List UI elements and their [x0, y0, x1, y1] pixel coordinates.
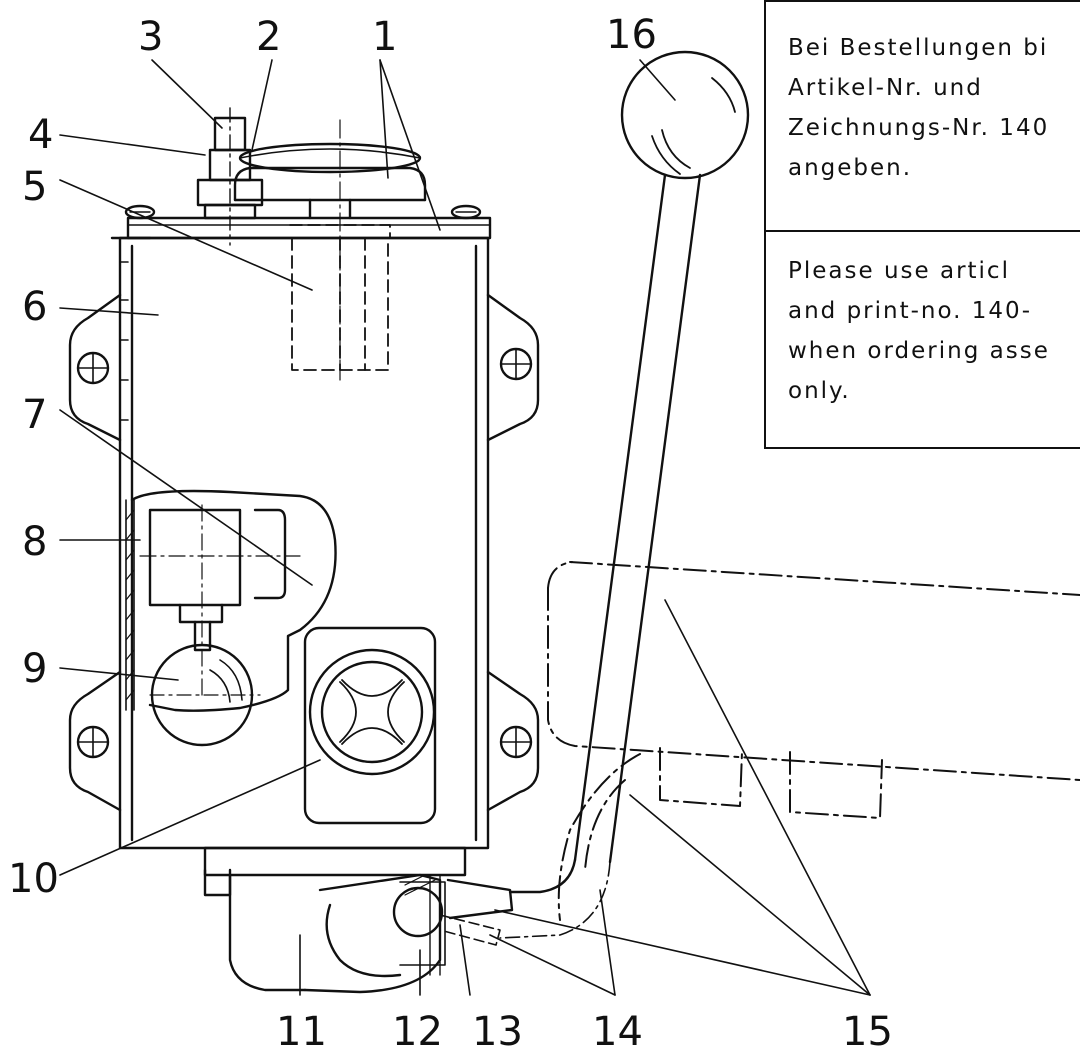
german-line-2: Artikel-Nr. und: [788, 75, 983, 101]
bracket-top-left: [68, 293, 122, 442]
bracket-bottom-right: [486, 670, 540, 812]
cutaway-section: [125, 489, 337, 712]
hand-lever: [499, 50, 750, 939]
leader-lines: [59, 59, 871, 996]
callout-1: 1: [372, 14, 397, 60]
german-line-4: angeben.: [788, 155, 913, 181]
callout-3: 3: [138, 14, 163, 60]
callout-4: 4: [28, 112, 53, 158]
english-line-2: and print-no. 140-: [788, 298, 1032, 324]
callout-13: 13: [472, 1009, 523, 1053]
callout-15: 15: [842, 1009, 893, 1053]
bracket-bottom-left: [68, 670, 122, 812]
order-info-german: Bei Bestellungen bi Artikel-Nr. und Zeic…: [766, 2, 1080, 232]
callout-5: 5: [22, 164, 47, 210]
callout-14: 14: [592, 1009, 643, 1053]
german-line-3: Zeichnungs-Nr. 140: [788, 115, 1050, 141]
breather-valve: [196, 107, 264, 246]
float-switch: [139, 504, 301, 701]
float-ball: [149, 643, 261, 747]
bracket-top-right: [486, 293, 540, 442]
callout-12: 12: [392, 1009, 443, 1053]
english-line-3: when ordering asse: [788, 338, 1050, 364]
phantom-position: [547, 561, 1080, 921]
callout-9: 9: [22, 646, 47, 692]
callout-labels: 1 2 3 4 5 6 7 8 9 10 11 12 13 14 15 16: [8, 12, 893, 1053]
callout-6: 6: [22, 284, 47, 330]
sight-glass: [303, 626, 437, 825]
callout-7: 7: [22, 392, 47, 438]
filler-cap: [233, 142, 427, 220]
order-info-english: Please use articl and print-no. 140- whe…: [766, 232, 1080, 447]
tank-body: [110, 236, 490, 850]
english-line-4: only.: [788, 378, 851, 404]
callout-8: 8: [22, 519, 47, 565]
callout-2: 2: [256, 14, 281, 60]
german-line-1: Bei Bestellungen bi: [788, 35, 1049, 61]
english-line-1: Please use articl: [788, 258, 1010, 284]
callout-16: 16: [606, 12, 657, 58]
callout-11: 11: [276, 1009, 327, 1053]
order-info-box: Bei Bestellungen bi Artikel-Nr. und Zeic…: [764, 0, 1080, 449]
callout-10: 10: [8, 856, 59, 902]
bottom-assembly: [203, 846, 514, 994]
